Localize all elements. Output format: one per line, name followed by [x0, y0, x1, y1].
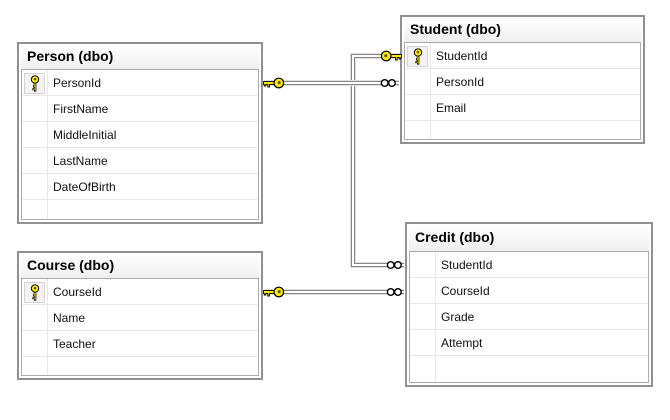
table-row[interactable]: CourseId — [22, 279, 258, 305]
key-cell — [410, 278, 436, 304]
empty-row — [22, 200, 258, 219]
table-person-header[interactable]: Person (dbo) — [21, 44, 259, 69]
key-cell — [410, 356, 436, 382]
column-name: StudentId — [441, 258, 493, 272]
table-student-header[interactable]: Student (dbo) — [404, 17, 641, 42]
column-name: Attempt — [441, 336, 483, 350]
table-row[interactable]: Grade — [410, 304, 648, 330]
column-name: Teacher — [53, 337, 96, 351]
table-credit-columns: StudentId CourseId Grade Attempt — [409, 251, 649, 383]
table-row[interactable]: Name — [22, 305, 258, 331]
infinity-icon — [380, 78, 398, 88]
table-row[interactable]: PersonId — [405, 69, 640, 95]
table-row[interactable]: DateOfBirth — [22, 174, 258, 200]
column-name: CourseId — [53, 285, 102, 299]
table-row[interactable]: Email — [405, 95, 640, 121]
key-cell — [405, 121, 431, 139]
key-cell — [22, 70, 48, 96]
key-icon — [380, 50, 402, 63]
table-credit-header[interactable]: Credit (dbo) — [409, 224, 649, 251]
column-name: FirstName — [53, 102, 109, 116]
table-row[interactable]: Teacher — [22, 331, 258, 357]
key-cell — [22, 174, 48, 200]
empty-row — [410, 356, 648, 382]
table-student[interactable]: Student (dbo) StudentId PersonId Email — [400, 15, 645, 144]
key-cell — [22, 200, 48, 219]
key-cell — [410, 304, 436, 330]
table-row[interactable]: PersonId — [22, 70, 258, 96]
column-name: MiddleInitial — [53, 128, 117, 142]
key-cell — [405, 95, 431, 121]
table-row[interactable]: StudentId — [405, 43, 640, 69]
table-row[interactable]: FirstName — [22, 96, 258, 122]
infinity-icon — [386, 287, 404, 297]
column-name: Grade — [441, 310, 475, 324]
column-name: DateOfBirth — [53, 180, 116, 194]
key-icon — [263, 77, 285, 90]
table-row[interactable]: CourseId — [410, 278, 648, 304]
key-cell — [405, 69, 431, 95]
table-credit[interactable]: Credit (dbo) StudentId CourseId Grade At… — [405, 222, 653, 387]
table-course-columns: CourseId Name Teacher — [21, 278, 259, 376]
column-name: PersonId — [53, 76, 102, 90]
primary-key-icon — [407, 45, 428, 67]
empty-row — [22, 357, 258, 375]
primary-key-icon — [24, 281, 45, 303]
column-name: StudentId — [436, 49, 488, 63]
table-row[interactable]: MiddleInitial — [22, 122, 258, 148]
infinity-icon — [386, 260, 404, 270]
empty-row — [405, 121, 640, 139]
table-person[interactable]: Person (dbo) PersonId FirstName MiddleIn… — [17, 42, 263, 224]
key-cell — [22, 148, 48, 174]
table-course-header[interactable]: Course (dbo) — [21, 253, 259, 278]
key-cell — [405, 43, 431, 69]
key-cell — [22, 357, 48, 375]
column-name: LastName — [53, 154, 108, 168]
relationship-student-credit[interactable] — [350, 53, 404, 268]
table-course[interactable]: Course (dbo) CourseId Name Teacher — [17, 251, 263, 380]
table-row[interactable]: StudentId — [410, 252, 648, 278]
column-name: CourseId — [441, 284, 490, 298]
key-icon — [263, 286, 285, 299]
table-person-columns: PersonId FirstName MiddleInitial LastNam… — [21, 69, 259, 220]
table-row[interactable]: Attempt — [410, 330, 648, 356]
column-name: PersonId — [436, 75, 485, 89]
key-cell — [410, 252, 436, 278]
column-name: Name — [53, 311, 86, 325]
table-row[interactable]: LastName — [22, 148, 258, 174]
key-cell — [410, 330, 436, 356]
primary-key-icon — [24, 72, 45, 94]
key-cell — [22, 305, 48, 331]
key-cell — [22, 96, 48, 122]
column-name: Email — [436, 101, 467, 115]
key-cell — [22, 331, 48, 357]
key-cell — [22, 279, 48, 305]
table-student-columns: StudentId PersonId Email — [404, 42, 641, 140]
key-cell — [22, 122, 48, 148]
